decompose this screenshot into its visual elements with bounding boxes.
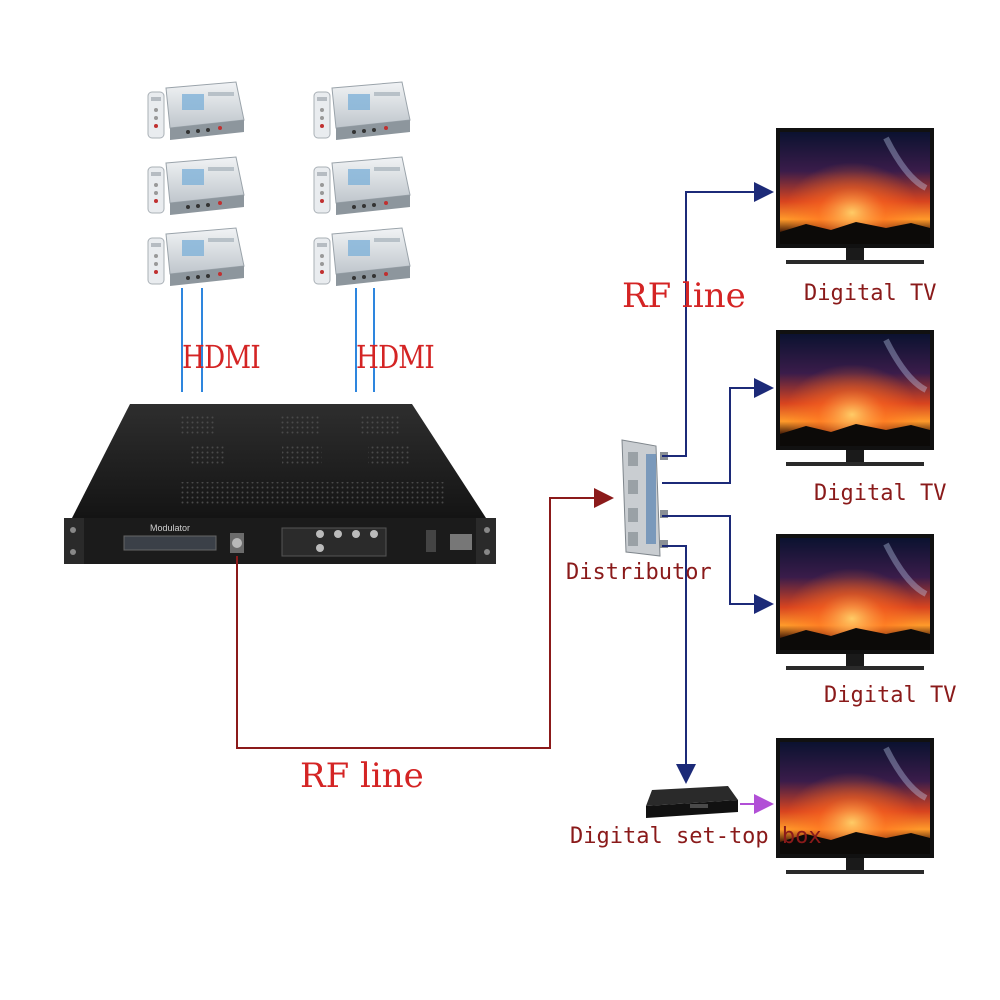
hdmi-label-right: HDMI [356,338,435,376]
source-receiver-6 [313,227,411,287]
rf-line-label-bottom: RF line [300,756,424,796]
rf-line-label-top: RF line [622,276,746,316]
distributor-label: Distributor [566,560,712,585]
source-receiver-5 [313,156,411,216]
digital-tv-2 [776,330,934,466]
hdmi-label-left: HDMI [182,338,261,376]
source-receiver-3 [147,227,245,287]
digital-tv-label-3: Digital TV [824,683,957,708]
output-lines [662,182,774,784]
rf-input-line [236,488,614,749]
set-top-box-label: Digital set-top box [570,824,822,849]
hdmi-cables [181,288,375,392]
digital-tv-4 [776,738,934,874]
modulator-icon: Modulator [64,404,496,564]
digital-tv-label-1: Digital TV [804,281,937,306]
source-receiver-2 [147,156,245,216]
digital-tv-1 [776,128,934,264]
source-receiver-1 [147,81,245,141]
distributor-icon [621,439,668,557]
modulator-label: Modulator [150,523,190,533]
digital-tv-3 [776,534,934,670]
digital-tv-label-2: Digital TV [814,481,947,506]
source-receiver-4 [313,81,411,141]
set-top-box-icon [646,786,738,818]
